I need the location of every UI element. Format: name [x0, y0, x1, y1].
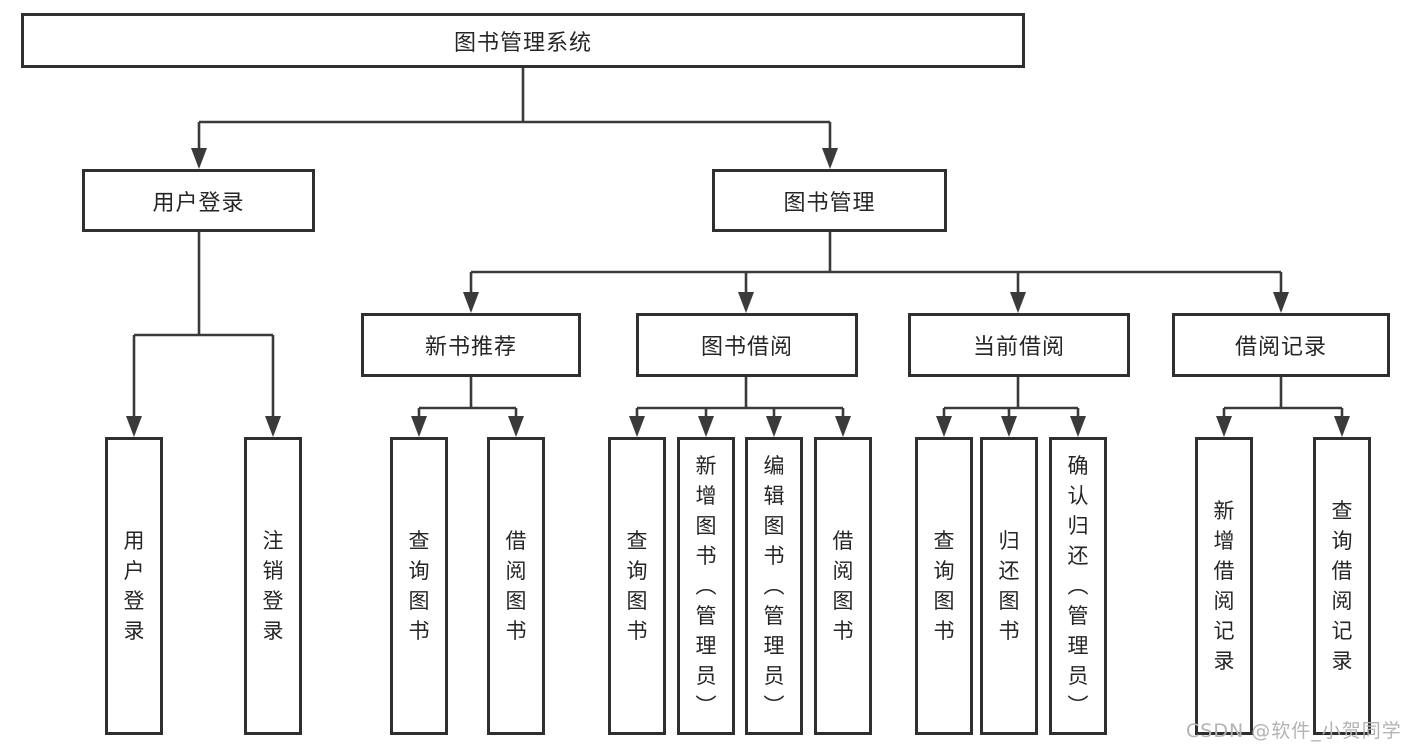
node-label: 借 阅 图 书: [505, 529, 527, 643]
node-label: 新 增 图 书 ︵ 管 理 员 ︶: [695, 454, 717, 718]
leaf-query-books-borrowing: 查 询 图 书: [608, 437, 666, 735]
leaf-add-borrow-record: 新 增 借 阅 记 录: [1195, 437, 1253, 735]
node-label: 查 询 图 书: [408, 529, 430, 643]
leaf-user-login: 用 户 登 录: [105, 437, 163, 735]
node-label: 注 销 登 录: [262, 529, 284, 643]
node-label: 确 认 归 还 ︵ 管 理 员 ︶: [1067, 454, 1089, 718]
node-label: 用 户 登 录: [123, 529, 145, 643]
leaf-borrow-books-recommend: 借 阅 图 书: [487, 437, 545, 735]
node-library-management-system: 图书管理系统: [21, 13, 1025, 68]
node-borrowing-records: 借阅记录: [1172, 313, 1390, 377]
node-label: 新书推荐: [424, 335, 517, 360]
leaf-confirm-return-admin: 确 认 归 还 ︵ 管 理 员 ︶: [1049, 437, 1107, 735]
node-label: 编 辑 图 书 ︵ 管 理 员 ︶: [763, 454, 785, 718]
node-book-borrowing: 图书借阅: [636, 313, 858, 377]
leaf-query-books-current: 查 询 图 书: [915, 437, 973, 735]
node-label: 图书管理: [783, 190, 876, 216]
node-label: 用户登录: [152, 190, 245, 216]
node-label: 当前借阅: [972, 335, 1065, 360]
node-label: 图书管理系统: [453, 30, 592, 56]
node-label: 新 增 借 阅 记 录: [1213, 499, 1235, 673]
node-new-book-recommendation: 新书推荐: [361, 313, 581, 377]
node-label: 查 询 图 书: [626, 529, 648, 643]
leaf-logout: 注 销 登 录: [244, 437, 302, 735]
leaf-query-books-recommend: 查 询 图 书: [390, 437, 448, 735]
leaf-edit-books-admin: 编 辑 图 书 ︵ 管 理 员 ︶: [745, 437, 803, 735]
node-label: 借阅记录: [1234, 335, 1327, 360]
leaf-add-books-admin: 新 增 图 书 ︵ 管 理 员 ︶: [677, 437, 735, 735]
leaf-return-books: 归 还 图 书: [980, 437, 1038, 735]
node-current-borrowing: 当前借阅: [908, 313, 1130, 377]
node-label: 查 询 图 书: [933, 529, 955, 643]
node-label: 查 询 借 阅 记 录: [1331, 499, 1353, 673]
leaf-query-borrow-record: 查 询 借 阅 记 录: [1313, 437, 1371, 735]
node-user-login: 用户登录: [82, 169, 315, 232]
watermark: CSDN @软件_小贺同学: [1186, 720, 1402, 742]
node-label: 借 阅 图 书: [832, 529, 854, 643]
node-label: 图书借阅: [700, 335, 793, 360]
node-label: 归 还 图 书: [998, 529, 1020, 643]
leaf-borrow-books-borrowing: 借 阅 图 书: [814, 437, 872, 735]
node-book-management: 图书管理: [712, 169, 947, 232]
